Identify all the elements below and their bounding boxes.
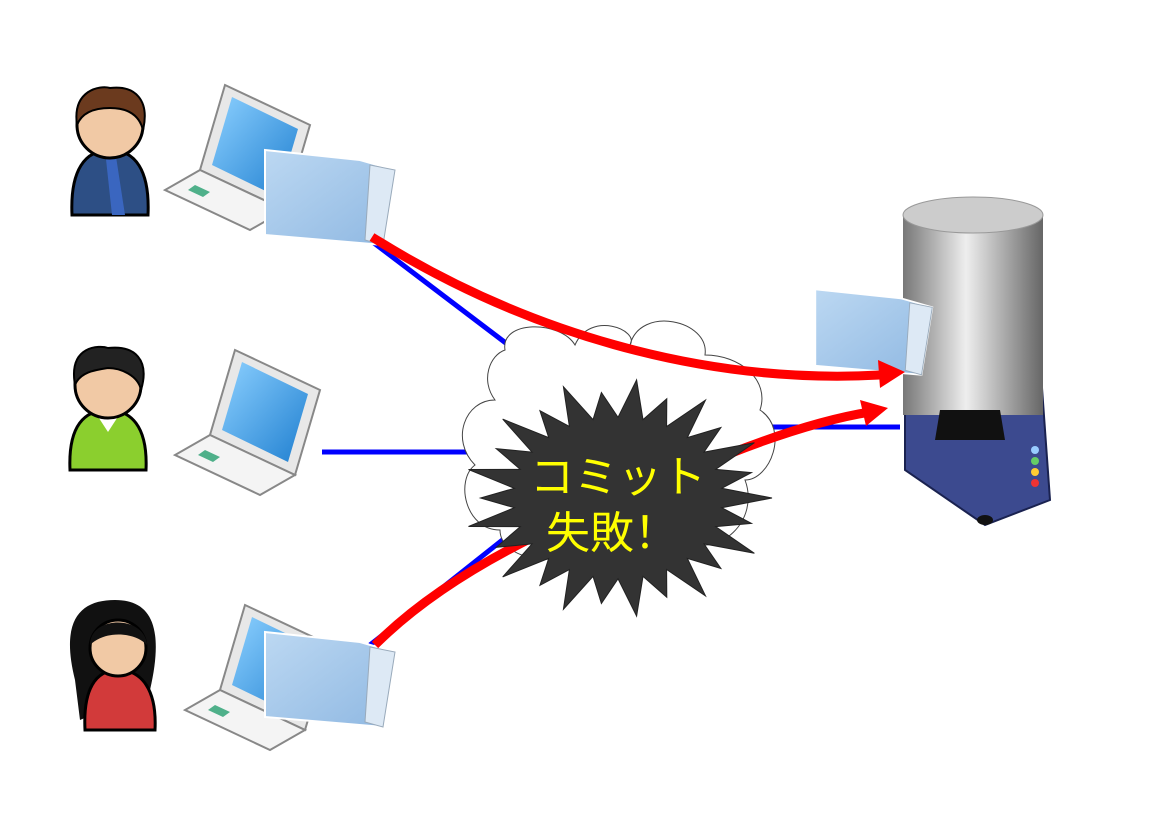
folder-icon-3	[264, 631, 396, 728]
person-man-icon	[70, 86, 150, 217]
connection-line-1	[368, 238, 517, 352]
arrowhead-1	[878, 360, 905, 388]
callout-line-1: コミット	[530, 452, 706, 503]
person-woman-icon	[69, 600, 157, 732]
commit-arrow-1	[369, 233, 881, 381]
folder-icon-1	[264, 149, 396, 246]
server-icon	[902, 196, 1052, 527]
arrowhead-3	[860, 400, 888, 426]
person-boy-icon	[68, 345, 148, 472]
laptop-icon-2	[174, 349, 321, 496]
folder-icon-server	[814, 288, 934, 376]
failure-starburst	[468, 378, 773, 618]
callout-line-2: 失敗！	[546, 508, 678, 559]
